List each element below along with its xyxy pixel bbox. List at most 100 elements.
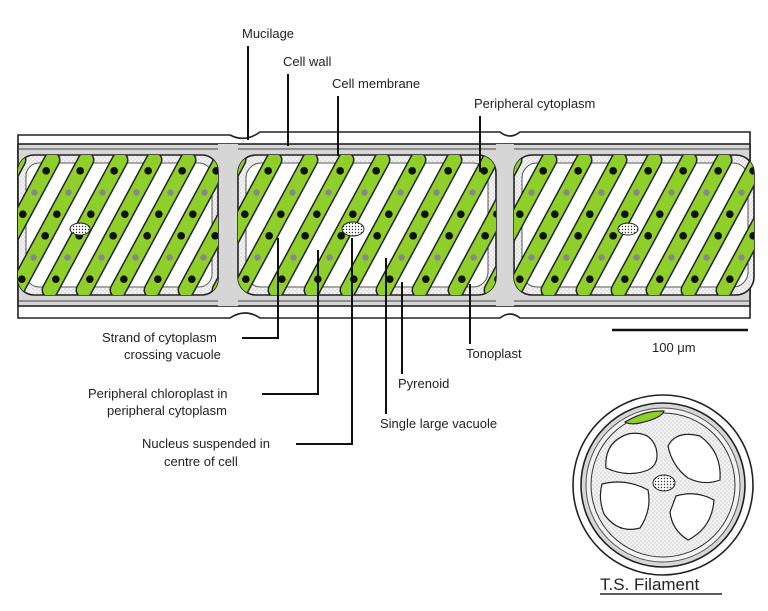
chloroplast-ribbon [514,155,591,295]
pyrenoid-dot [212,167,218,175]
pyrenoid-dot [0,254,3,260]
pyrenoid-dot [337,232,345,240]
pyrenoid-dot [586,275,594,283]
leader-strand [242,238,279,339]
pyrenoid-dot [253,189,260,196]
pyrenoid-dot [144,167,152,175]
pyrenoid-dot [481,232,489,240]
label-nucleus-2: centre of cell [164,454,238,469]
pyrenoid-dot [421,210,429,218]
pyrenoid-dot [469,189,476,196]
pyrenoid-dot [242,275,250,283]
pyrenoid-dot [167,189,174,196]
pyrenoid-dot [177,232,185,240]
pyrenoid-dot [41,232,49,240]
pyrenoid-dot [656,275,664,283]
pyrenoid-dot [166,254,173,261]
pyrenoid-dot [397,189,404,196]
pyrenoid-dot [87,210,95,218]
pyrenoid-dot [277,210,285,218]
pyrenoid-dot [528,254,535,261]
nucleus-right [617,222,639,236]
pyrenoid-dot [551,210,559,218]
chloroplast-ribbon [18,155,93,295]
pyrenoid-dot [386,275,394,283]
pyrenoid-dot [300,167,308,175]
pyrenoid-dot [691,210,699,218]
pyrenoid-dot [563,254,570,261]
pyrenoid-dot [132,254,139,261]
chloroplast-ribbon [238,155,317,295]
pyrenoid-dot [528,189,535,196]
pyrenoid-dot [422,275,430,283]
pyrenoid-dot [18,275,26,283]
chloroplast-ribbon-outline [750,155,754,295]
pyrenoid-dot [679,232,687,240]
label-tonoplast: Tonoplast [466,346,522,361]
pyrenoid-dot [278,275,286,283]
pyrenoid-dot [551,275,559,283]
label-nucleus-1: Nucleus suspended in [142,436,270,451]
ts-vacuole-4 [599,481,650,530]
pyrenoid-dot [633,189,640,196]
pyrenoid-dot [76,167,84,175]
chloroplast-ribbon [682,155,754,295]
label-pyrenoid: Pyrenoid [398,376,449,391]
pyrenoid-dot [301,232,309,240]
chloroplast-ribbon [577,155,661,295]
ts-nucleus [652,474,676,492]
pyrenoid-dot [516,275,524,283]
pyrenoid-dot [362,254,369,261]
pyrenoid-dot [143,232,151,240]
label-vacuole: Single large vacuole [380,416,497,431]
pyrenoid-dot [749,232,754,240]
pyrenoid-dot [574,232,582,240]
pyrenoid-dot [726,210,734,218]
pyrenoid-dot [749,167,754,175]
chloroplast-ribbon [269,155,353,295]
pyrenoid-dot [349,210,357,218]
leader-chloroplast [262,250,319,395]
pyrenoid-dot [241,210,249,218]
pyrenoid-dot [761,210,768,218]
pyrenoid-dot [714,167,722,175]
pyrenoid-dot [621,275,629,283]
pyrenoid-dot [598,254,605,261]
pyrenoid-dot [99,189,106,196]
pyrenoid-dot [188,275,196,283]
chloroplast-ribbon [542,155,626,295]
cell-left [0,154,219,296]
pyrenoid-dot [133,189,140,196]
pyrenoid-dot [408,167,416,175]
pyrenoid-dot [7,232,15,240]
pyrenoid-dot [8,167,16,175]
pyrenoid-dot [470,254,477,261]
pyrenoid-dot [86,275,94,283]
pyrenoid-dot [598,189,605,196]
ts-filament [572,394,754,576]
chloroplast-ribbon [377,155,461,295]
pyrenoid-dot [110,167,118,175]
pyrenoid-dot [98,254,105,261]
chloroplast-ribbon [18,155,59,295]
pyrenoid-dot [444,167,452,175]
pyrenoid-dot [19,210,27,218]
chloroplast-ribbon [77,155,161,295]
nucleus [341,221,365,237]
pyrenoid-dot [398,254,405,261]
chloroplast-ribbon [752,155,754,295]
label-chloroplast-1: Peripheral chloroplast in [88,386,227,401]
pyrenoid-nucleus-left [69,222,91,236]
pyrenoid-dot [656,210,664,218]
pyrenoid-dot [361,189,368,196]
pyrenoid-dot [644,232,652,240]
label-strand-2: crossing vacuole [124,347,221,362]
pyrenoid-dot [42,167,50,175]
pyrenoid-dot [714,232,722,240]
ts-title: T.S. Filament [600,575,699,594]
chloroplast-ribbon [18,155,25,295]
pyrenoid-dot [644,167,652,175]
pyrenoid-dot [434,254,441,261]
ts-vacuole-1 [605,432,658,475]
